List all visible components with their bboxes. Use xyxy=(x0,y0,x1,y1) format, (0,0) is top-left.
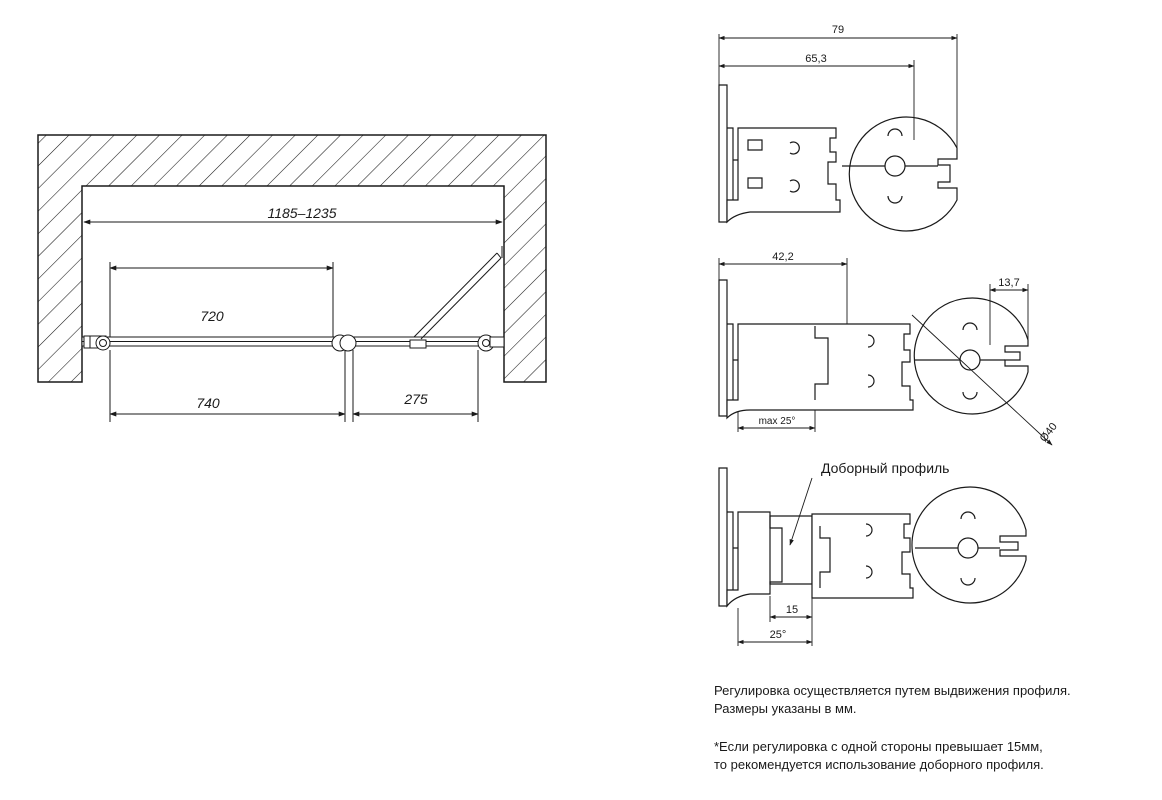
circle-head-1 xyxy=(848,116,958,232)
swing-stay xyxy=(413,246,503,340)
dimension-79-label: 79 xyxy=(832,24,844,36)
dimension-lower xyxy=(109,350,479,422)
extension-profile-label: Доборный профиль xyxy=(821,460,949,476)
note-adjustment: Регулировка осуществляется путем выдвиже… xyxy=(714,683,1071,698)
profile-3-dimensions xyxy=(737,477,813,646)
dimension-15-label: 15 xyxy=(786,604,798,616)
dimension-overall-label: 1185–1235 xyxy=(267,205,336,221)
circle-head-2 xyxy=(913,297,1029,415)
plan-view: 1185–1235 720 xyxy=(37,134,547,422)
wall-profile-1 xyxy=(718,84,728,223)
dimension-13-7-label: 13,7 xyxy=(998,277,1019,289)
note-footnote-line1: *Если регулировка с одной стороны превыш… xyxy=(714,739,1043,754)
extension-profile xyxy=(726,511,783,608)
dimension-door-label: 720 xyxy=(200,308,224,324)
dimension-42-2-label: 42,2 xyxy=(772,251,793,263)
sliding-profile-1 xyxy=(726,127,841,224)
dimension-right-panel-label: 275 xyxy=(403,391,428,407)
wall-hatched xyxy=(37,134,547,383)
profile-view-1 xyxy=(718,84,958,232)
dimension-door xyxy=(109,262,334,340)
note-units: Размеры указаны в мм. xyxy=(714,701,857,716)
profile-1-dimensions xyxy=(718,34,958,148)
profile-2-dimensions xyxy=(718,258,1053,446)
note-footnote-line2: то рекомендуется использование доборного… xyxy=(714,757,1044,772)
dimension-max25-label: max 25° xyxy=(759,416,796,427)
dimension-25-label: 25° xyxy=(770,629,787,641)
dimension-65-3-label: 65,3 xyxy=(805,53,826,65)
sliding-profile-2 xyxy=(726,323,914,420)
dimension-left-panel-label: 740 xyxy=(196,395,220,411)
wall-profile-3 xyxy=(718,467,728,607)
profile-view-2 xyxy=(718,279,1029,420)
glass-panels xyxy=(81,334,505,352)
wall-profile-2 xyxy=(718,279,728,417)
profile-view-3 xyxy=(718,467,1027,608)
circle-head-3 xyxy=(911,486,1027,604)
dimension-diameter-label: Ø40 xyxy=(1038,421,1060,445)
